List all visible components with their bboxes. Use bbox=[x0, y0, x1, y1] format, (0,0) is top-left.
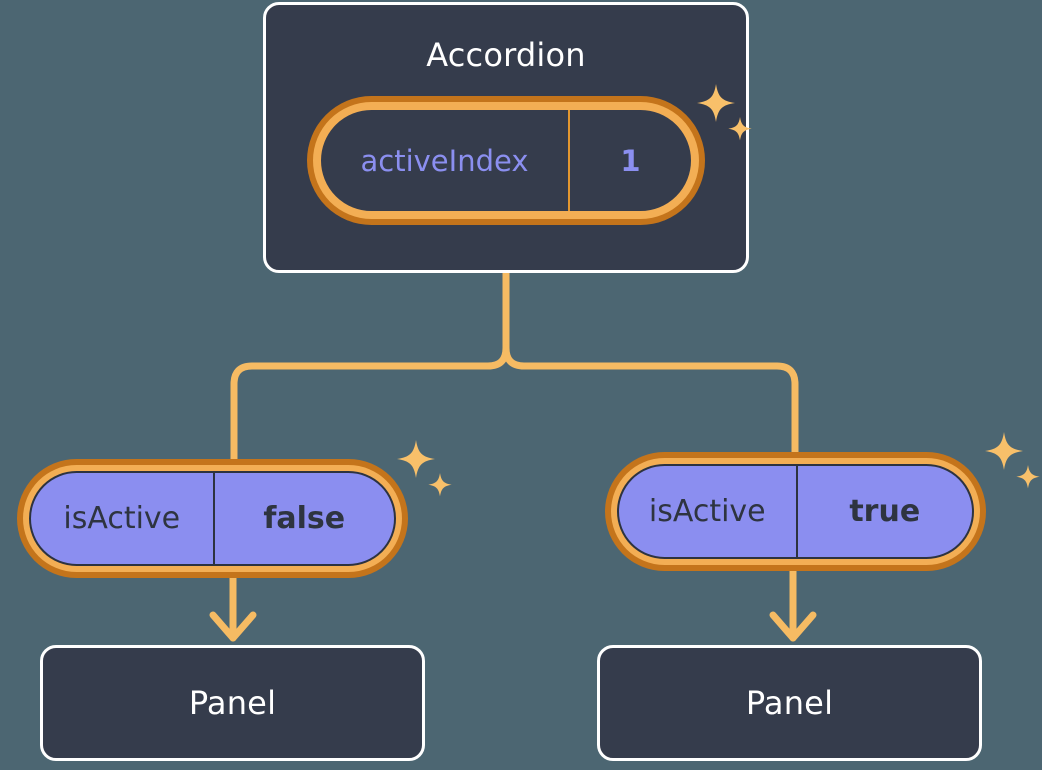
panel-component-card-right[interactable]: Panel bbox=[597, 645, 982, 761]
pill-inner-ring: isActive true bbox=[611, 458, 980, 565]
state-value-isactive-left: false bbox=[212, 473, 395, 564]
connector-branch-left bbox=[230, 344, 510, 466]
state-pill-isactive-true[interactable]: isActive true bbox=[605, 452, 986, 571]
connector-arrow-right-head bbox=[769, 611, 817, 642]
state-key-activeindex: activeIndex bbox=[360, 143, 529, 178]
pill-inner-ring: activeIndex 1 bbox=[313, 102, 699, 219]
panel-title-right: Panel bbox=[745, 684, 834, 722]
state-key-isactive-right: isActive bbox=[648, 494, 766, 529]
panel-component-card-left[interactable]: Panel bbox=[40, 645, 425, 761]
pill-inner-ring: isActive false bbox=[23, 465, 402, 572]
sparkle-icon bbox=[980, 432, 1042, 494]
accordion-title: Accordion bbox=[426, 36, 586, 74]
pill-body: isActive true bbox=[617, 464, 974, 559]
state-pill-activeindex[interactable]: activeIndex 1 bbox=[307, 96, 705, 225]
state-value-activeindex: 1 bbox=[568, 110, 691, 211]
state-pill-isactive-false[interactable]: isActive false bbox=[17, 459, 408, 578]
panel-title-left: Panel bbox=[188, 684, 277, 722]
pill-body: isActive false bbox=[29, 471, 396, 566]
connector-branch-right bbox=[502, 344, 799, 459]
state-key-isactive-left: isActive bbox=[63, 501, 181, 536]
pill-body: activeIndex 1 bbox=[319, 108, 693, 213]
state-value-isactive-right: true bbox=[795, 466, 973, 557]
connector-arrow-left-head bbox=[209, 611, 257, 642]
